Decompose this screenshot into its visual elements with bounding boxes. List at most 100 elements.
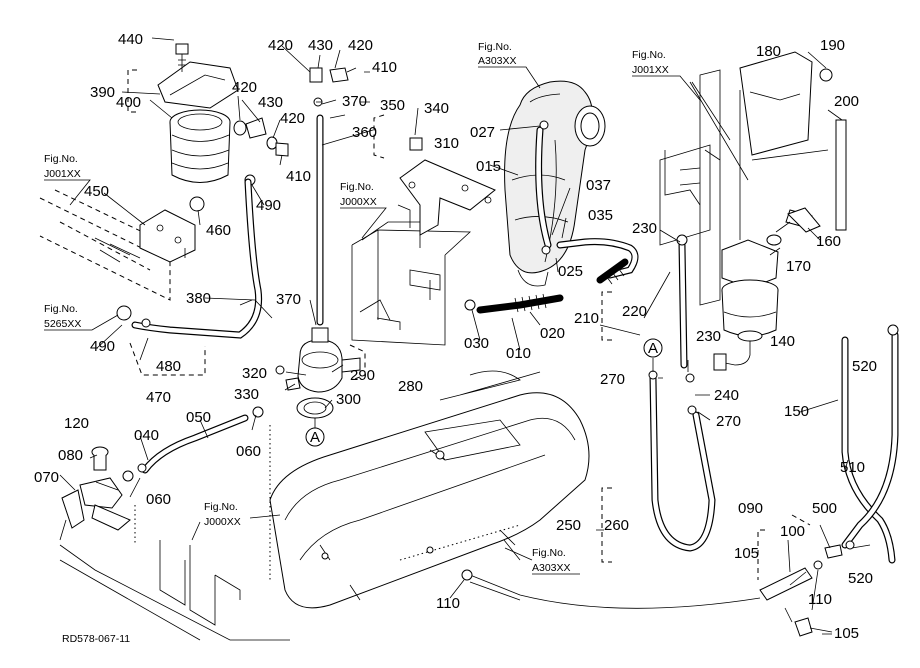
marker-a-left-label: A [310, 429, 320, 446]
part-label-250: 250 [556, 517, 581, 534]
part-label-140: 140 [770, 333, 795, 350]
fuel-cock-070 [59, 406, 264, 541]
hose-380-inner [132, 179, 261, 338]
clamp-380 [204, 297, 273, 319]
part-label-037: 037 [586, 177, 611, 194]
figure-ref-code: 5265XX [44, 318, 81, 330]
part-label-490: 490 [90, 338, 115, 355]
part-label-470: 470 [146, 389, 171, 406]
part-label-070: 070 [34, 469, 59, 486]
part-label-270: 270 [716, 413, 741, 430]
part-label-450: 450 [84, 183, 109, 200]
part-label-370: 370 [276, 291, 301, 308]
part-label-510: 510 [840, 459, 865, 476]
air-cleaner-015 [504, 80, 606, 287]
part-label-280: 280 [398, 378, 423, 395]
part-label-290: 290 [350, 367, 375, 384]
part-label-030: 030 [464, 335, 489, 352]
part-label-220: 220 [622, 303, 647, 320]
part-label-060: 060 [146, 491, 171, 508]
part-label-380: 380 [186, 290, 211, 307]
figure-ref-label: Fig.No. [44, 153, 78, 165]
part-label-260: 260 [604, 517, 629, 534]
part-label-230: 230 [632, 220, 657, 237]
part-label-105: 105 [734, 545, 759, 562]
tube-100 [461, 540, 855, 637]
figure-ref-code: J000XX [340, 196, 377, 208]
figure-ref-label: Fig.No. [44, 303, 78, 315]
part-label-150: 150 [784, 403, 809, 420]
group-brackets [127, 69, 811, 580]
figure-ref-j001xx-left: Fig.No. J001XX [44, 153, 91, 206]
part-label-310: 310 [434, 135, 459, 152]
hose-050-inner [142, 415, 248, 473]
hose-150-inner [842, 337, 895, 563]
fuel-filter-400 [157, 43, 239, 183]
part-label-025: 025 [558, 263, 583, 280]
hose-020 [476, 258, 629, 314]
part-label-330: 330 [234, 386, 259, 403]
bracket-180 [659, 51, 847, 306]
part-label-480: 480 [156, 358, 181, 375]
marker-a-right-label: A [648, 340, 658, 357]
part-label-110: 110 [808, 591, 832, 608]
part-label-110: 110 [436, 595, 460, 612]
connection-marker-a-right: A [643, 338, 663, 372]
leader-lines [59, 37, 871, 633]
hose-220-inner [679, 242, 687, 368]
part-label-360: 360 [352, 124, 377, 141]
part-label-040: 040 [134, 427, 159, 444]
figure-ref-code: A303XX [532, 562, 571, 574]
figure-ref-code: J001XX [632, 64, 669, 76]
part-label-520: 520 [852, 358, 877, 375]
part-label-090: 090 [738, 500, 763, 517]
part-label-200: 200 [834, 93, 859, 110]
part-label-120: 120 [64, 415, 89, 432]
part-label-180: 180 [756, 43, 781, 60]
fuel-tank [269, 370, 590, 609]
small-fittings [116, 120, 899, 415]
part-label-340: 340 [424, 100, 449, 117]
part-label-430: 430 [308, 37, 333, 54]
part-label-010: 010 [506, 345, 531, 362]
fuel-pump-290 [275, 327, 361, 419]
figure-ref-a303xx-bottom: Fig.No. A303XX [504, 547, 580, 575]
part-label-320: 320 [242, 365, 267, 382]
part-label-240: 240 [714, 387, 739, 404]
part-label-015: 015 [476, 158, 501, 175]
part-label-400: 400 [116, 94, 141, 111]
figure-ref-label: Fig.No. [632, 49, 666, 61]
figure-ref-j001xx-top: Fig.No. J001XX [632, 49, 701, 101]
part-label-035: 035 [588, 207, 613, 224]
drawing-code: RD578-067-11 [62, 633, 130, 645]
part-label-370: 370 [342, 93, 367, 110]
part-label-230: 230 [696, 328, 721, 345]
hose-037-inner [557, 239, 638, 278]
part-label-350: 350 [380, 97, 405, 114]
figure-ref-j000xx-mid: Fig.No. J000XX [340, 181, 387, 239]
figure-ref-code: J000XX [204, 516, 241, 528]
sedimenter-140 [713, 209, 813, 371]
part-label-410: 410 [372, 59, 397, 76]
figure-ref-code: J001XX [44, 168, 81, 180]
part-label-270: 270 [600, 371, 625, 388]
part-label-420: 420 [348, 37, 373, 54]
figure-ref-label: Fig.No. [478, 41, 512, 53]
part-label-080: 080 [58, 447, 83, 464]
part-label-100: 100 [780, 523, 805, 540]
connection-marker-a-left: A [305, 418, 325, 447]
part-label-460: 460 [206, 222, 231, 239]
part-label-420: 420 [232, 79, 257, 96]
filter-fittings [233, 67, 349, 186]
part-label-410: 410 [286, 168, 311, 185]
part-label-050: 050 [186, 409, 211, 426]
hose-510-inner [842, 332, 898, 548]
part-label-210: 210 [574, 310, 599, 327]
part-label-500: 500 [812, 500, 837, 517]
bracket-450 [139, 196, 205, 263]
bracket-310 [397, 137, 496, 236]
figure-ref-a303xx-top: Fig.No. A303XX [478, 41, 541, 89]
figure-ref-j000xx-bottom: Fig.No. J000XX [204, 501, 281, 528]
part-labels: 440 420 430 420 410 390 400 420 430 420 … [34, 31, 877, 642]
